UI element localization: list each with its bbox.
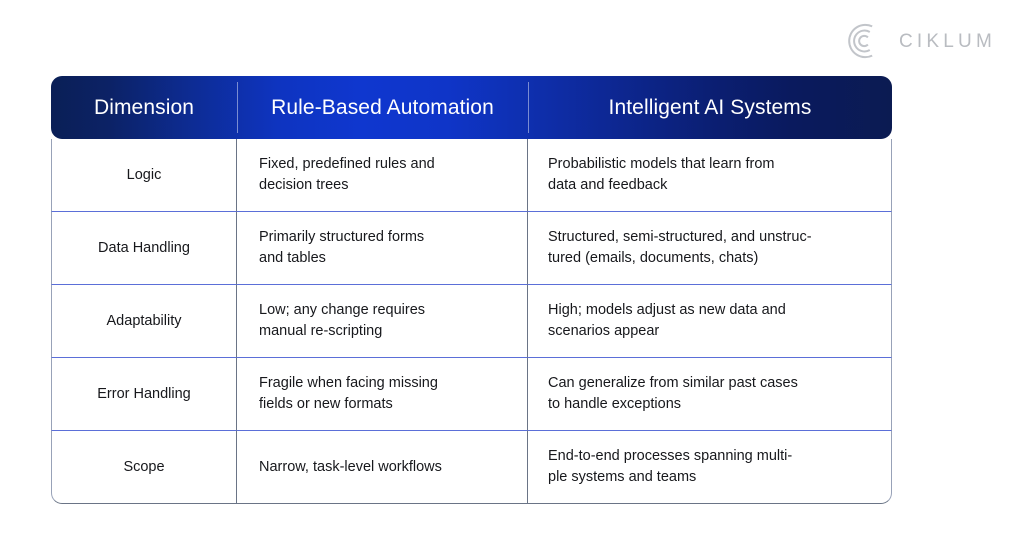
ciklum-arc-logo-icon (847, 22, 885, 60)
column-header-rule-based: Rule-Based Automation (237, 76, 528, 139)
table-row: Adaptability Low; any change requires ma… (51, 285, 892, 358)
cell-text: Structured, semi-structured, and unstruc… (548, 229, 812, 266)
header-divider-1 (237, 82, 238, 133)
cell-text: Fragile when facing missing fields or ne… (259, 375, 438, 412)
cell-intelligent-ai: Can generalize from similar past cases t… (528, 358, 892, 431)
cell-text: Adaptability (106, 312, 182, 329)
cell-text: Low; any change requires manual re-scrip… (259, 302, 426, 339)
table-row: Data Handling Primarily structured forms… (51, 212, 892, 285)
cell-dimension: Scope (51, 431, 237, 504)
cell-intelligent-ai: Structured, semi-structured, and unstruc… (528, 212, 892, 285)
cell-dimension: Adaptability (51, 285, 237, 358)
brand-name: CIKLUM (899, 30, 996, 52)
table-body: Logic Fixed, predefined rules and decisi… (51, 139, 892, 504)
cell-text: Primarily structured forms and tables (259, 229, 425, 266)
cell-intelligent-ai: Probabilistic models that learn from dat… (528, 139, 892, 212)
cell-intelligent-ai: End-to-end processes spanning multi- ple… (528, 431, 892, 504)
table-row: Error Handling Fragile when facing missi… (51, 358, 892, 431)
cell-rule-based: Fragile when facing missing fields or ne… (237, 358, 528, 431)
cell-text: Error Handling (97, 385, 191, 402)
cell-text: Fixed, predefined rules and decision tre… (259, 156, 435, 193)
cell-rule-based: Primarily structured forms and tables (237, 212, 528, 285)
comparison-table-wrapper: Dimension Rule-Based Automation Intellig… (51, 76, 892, 504)
header-divider-2 (528, 82, 529, 133)
brand-logo: CIKLUM (847, 22, 996, 60)
cell-rule-based: Narrow, task-level workflows (237, 431, 528, 504)
cell-text: Logic (126, 166, 162, 183)
cell-dimension: Data Handling (51, 212, 237, 285)
cell-rule-based: Fixed, predefined rules and decision tre… (237, 139, 528, 212)
column-header-dimension: Dimension (51, 76, 892, 139)
table-header-row: Dimension Rule-Based Automation Intellig… (51, 76, 892, 139)
table-header: Dimension Rule-Based Automation Intellig… (51, 76, 892, 139)
cell-text: End-to-end processes spanning multi- ple… (548, 448, 793, 485)
column-header-label: Intelligent AI Systems (608, 95, 812, 119)
cell-text: Data Handling (98, 239, 190, 256)
cell-text: Probabilistic models that learn from dat… (548, 156, 775, 193)
header-gradient-background (51, 76, 892, 139)
column-header-label: Dimension (93, 95, 195, 119)
cell-intelligent-ai: High; models adjust as new data and scen… (528, 285, 892, 358)
cell-text: High; models adjust as new data and scen… (548, 302, 786, 339)
cell-dimension: Logic (51, 139, 237, 212)
table-row: Scope Narrow, task-level workflows End-t… (51, 431, 892, 504)
column-header-label: Rule-Based Automation (271, 95, 494, 119)
cell-text: Narrow, task-level workflows (259, 458, 442, 475)
cell-text: Scope (123, 458, 165, 475)
table-row: Logic Fixed, predefined rules and decisi… (51, 139, 892, 212)
column-header-intelligent-ai: Intelligent AI Systems (528, 76, 892, 139)
comparison-table: Dimension Rule-Based Automation Intellig… (51, 76, 892, 504)
cell-dimension: Error Handling (51, 358, 237, 431)
cell-rule-based: Low; any change requires manual re-scrip… (237, 285, 528, 358)
cell-text: Can generalize from similar past cases t… (548, 375, 798, 412)
